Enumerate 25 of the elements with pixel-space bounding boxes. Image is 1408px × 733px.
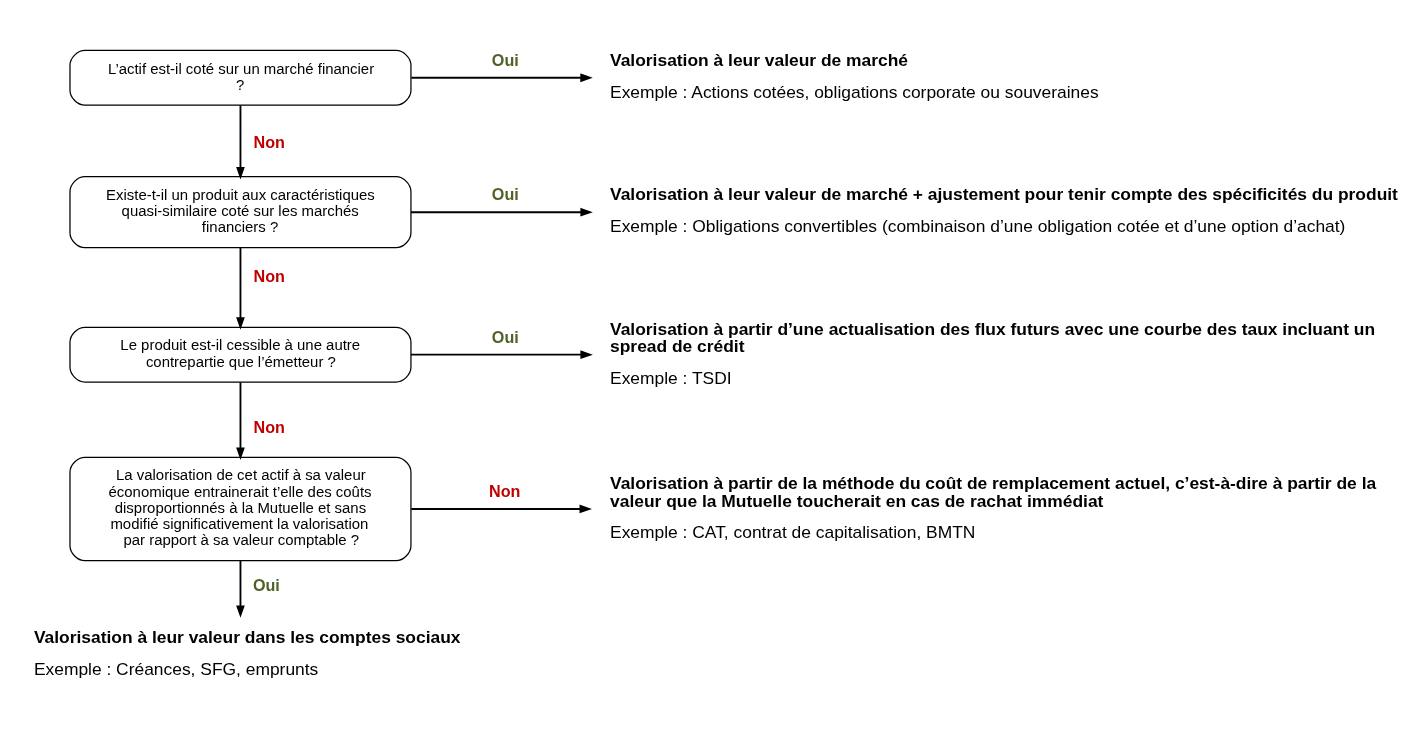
arrow (410, 504, 592, 514)
node-text: Valorisation à partir de la méthode du coût de remplacement actuel, c’est-à-dire à partir de la valeur que la Mutuelle toucherait en cas de rachat immédiat Exemple : CAT, contrat de capitalisation, BMTN (610, 473, 1377, 542)
edge-label: Oui (491, 50, 519, 69)
arrow (236, 246, 245, 330)
node-text: Valorisation à leur valeur dans les comptes sociaux Exemple : Créances, SFG, emprunts (33, 627, 461, 680)
arrow (236, 559, 245, 618)
node-box: Le produit est-il cessible à une autre contrepartie que l’émetteur ? (69, 326, 412, 383)
edge-label: Non (253, 267, 285, 286)
edge-label: Non (489, 482, 521, 501)
node-box: Existe-t-il un produit aux caractéristiques quasi-similaire coté sur les marchés financiers ? (69, 176, 412, 249)
arrow (410, 207, 593, 217)
arrow (236, 104, 245, 180)
edge-label: Oui (491, 327, 519, 346)
node-text: Valorisation à leur valeur de marché Exemple : Actions cotées, obligations corporate ou souveraines (610, 49, 1099, 102)
edge-label: Oui (252, 575, 280, 594)
node-text: Valorisation à leur valeur de marché + ajustement pour tenir compte des spécificités du produit Exemple : Obligations convertibles (combinaison d’une obligation cotée et d’une option d’achat) (610, 184, 1398, 237)
edge-label: Non (253, 417, 285, 436)
node-text: Valorisation à partir d’une actualisation des flux futurs avec une courbe des taux incluant un spread de crédit Exemple : TSDI (610, 319, 1376, 388)
node-box: L’actif est-il coté sur un marché financier ? (69, 49, 412, 106)
edge-label: Non (253, 132, 285, 151)
arrow (236, 381, 245, 460)
arrow (410, 73, 593, 83)
arrow (410, 350, 593, 360)
edge-label: Oui (491, 185, 519, 204)
node-box: La valorisation de cet actif à sa valeur économique entrainerait t’elle des coûts disproportionnés à la Mutuelle et sans modifié significativement la valorisation par rapport à sa valeur comptable ? (69, 456, 412, 562)
